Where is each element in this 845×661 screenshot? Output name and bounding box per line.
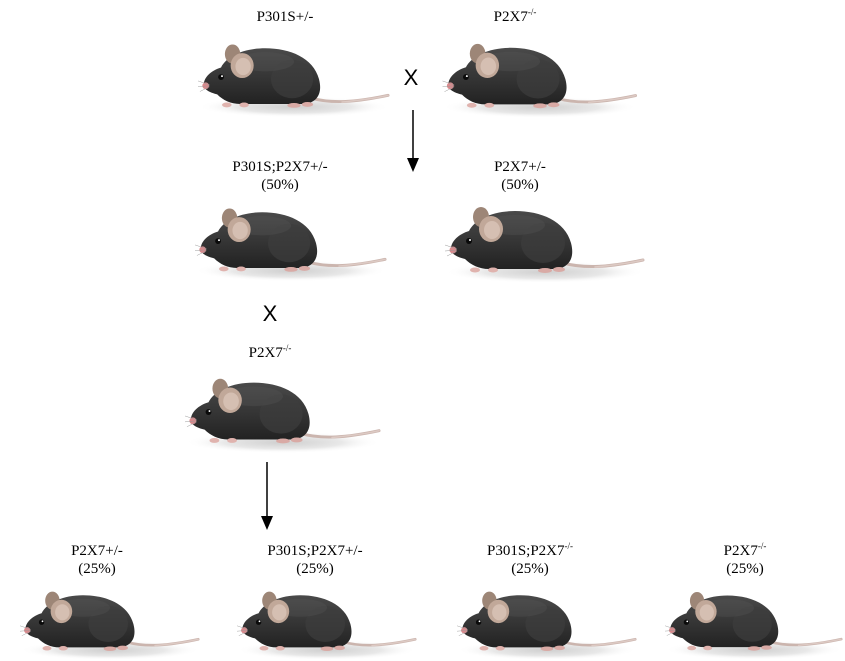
label-f2-p301s-p2x7-het: P301S;P2X7+/- (25%): [225, 542, 405, 578]
genotype-text: P2X7: [724, 543, 758, 559]
percent-text: (50%): [190, 176, 370, 194]
arrow-down-icon: [259, 462, 275, 530]
mouse-f1-p2x7-het: [445, 203, 645, 283]
label-f1-p2x7-het: P2X7+/- (50%): [430, 158, 610, 194]
genotype-text: P2X7+/-: [7, 542, 187, 560]
genotype-superscript: -/-: [565, 541, 574, 551]
genotype-superscript: -/-: [758, 541, 767, 551]
percent-text: (25%): [7, 560, 187, 578]
mouse-f2-p2x7-het: [15, 588, 205, 660]
mouse-backcross-p2x7-ko: [185, 373, 381, 455]
genotype-text: P2X7: [494, 9, 528, 25]
mouse-f1-p301s-p2x7-het: [195, 203, 387, 283]
mouse-parent-p301s: [198, 40, 390, 118]
label-f1-p301s-p2x7-het: P301S;P2X7+/- (50%): [190, 158, 370, 194]
mouse-f2-p301s-p2x7-het: [232, 588, 422, 660]
percent-text: (25%): [655, 560, 835, 578]
genotype-superscript: -/-: [528, 7, 537, 17]
genotype-text: P301S+/-: [257, 9, 314, 25]
label-backcross-p2x7-ko: P2X7-/-: [180, 344, 360, 362]
genotype-text: P301S;P2X7: [487, 543, 565, 559]
genotype-text: P301S;P2X7+/-: [225, 542, 405, 560]
cross-symbol-parental: X: [396, 66, 426, 90]
mouse-f2-p301s-p2x7-ko: [452, 588, 642, 660]
percent-text: (25%): [440, 560, 620, 578]
label-parent-p2x7-ko: P2X7-/-: [425, 8, 605, 26]
mouse-parent-p2x7-ko: [440, 40, 640, 118]
cross-symbol-backcross: X: [255, 302, 285, 326]
label-f2-p2x7-het: P2X7+/- (25%): [7, 542, 187, 578]
percent-text: (50%): [430, 176, 610, 194]
label-f2-p2x7-ko: P2X7-/- (25%): [655, 542, 835, 578]
arrow-down-icon: [405, 110, 421, 172]
label-f2-p301s-p2x7-ko: P301S;P2X7-/- (25%): [440, 542, 620, 578]
genotype-text: P2X7: [249, 345, 283, 361]
percent-text: (25%): [225, 560, 405, 578]
genotype-text: P2X7+/-: [430, 158, 610, 176]
mouse-f2-p2x7-ko: [665, 588, 843, 660]
genotype-text: P301S;P2X7+/-: [190, 158, 370, 176]
genotype-superscript: -/-: [283, 343, 292, 353]
label-parent-p301s: P301S+/-: [195, 8, 375, 26]
